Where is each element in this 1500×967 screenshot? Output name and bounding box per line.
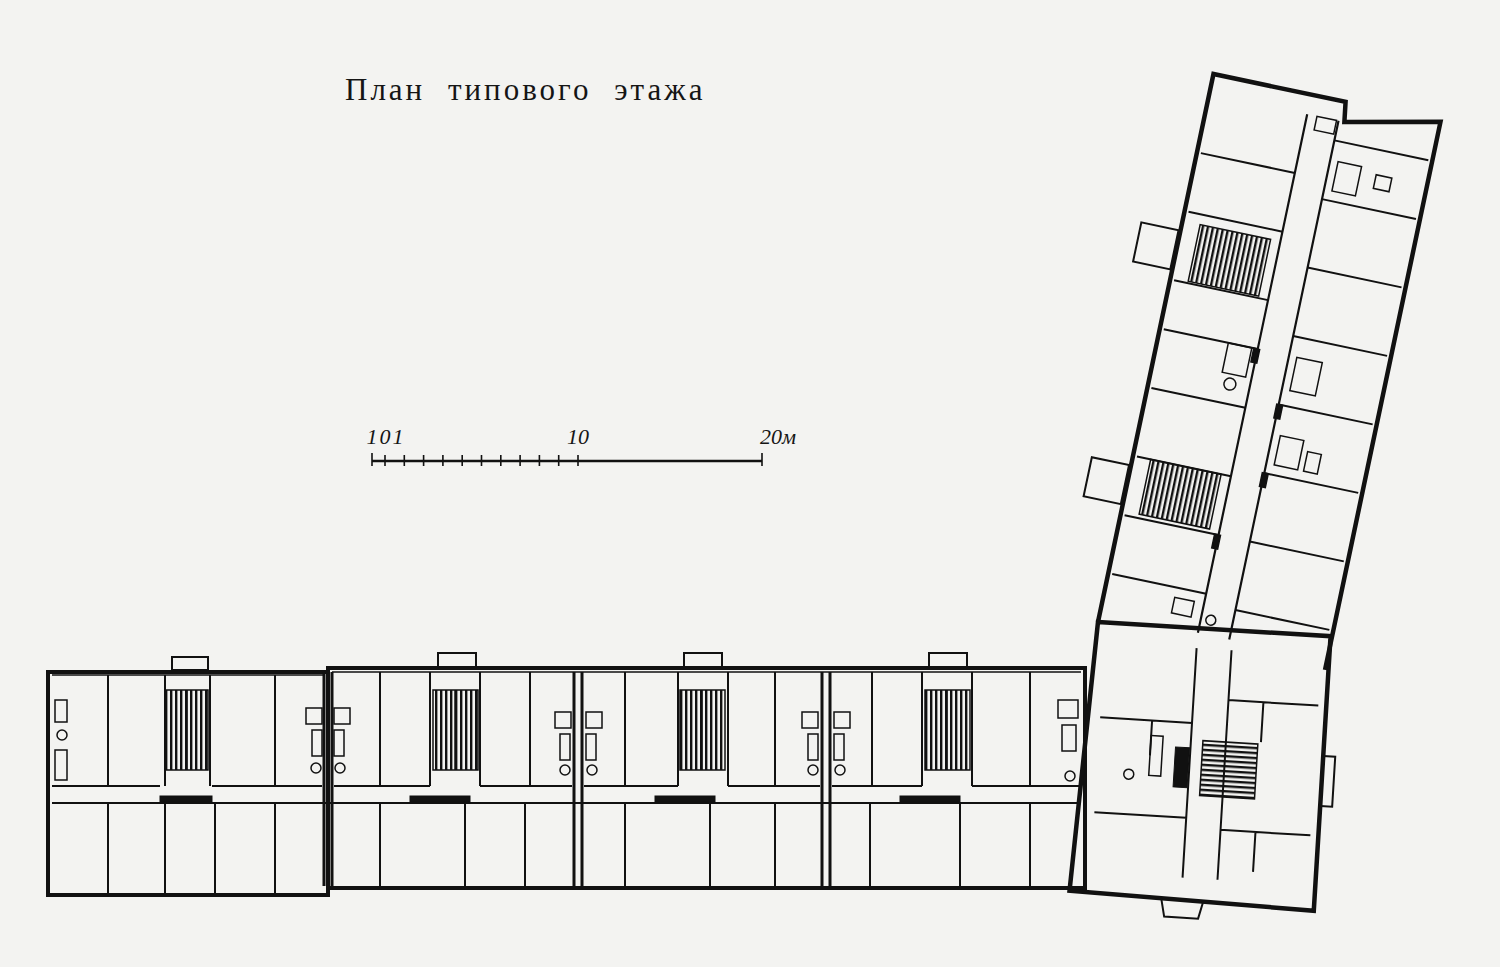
plan-line xyxy=(166,690,208,770)
plan-line xyxy=(372,453,762,466)
plan-line xyxy=(55,750,67,780)
plan-line xyxy=(172,657,208,670)
plan-line xyxy=(52,674,324,676)
plan-title: План типового этажа xyxy=(345,72,705,108)
plan-line xyxy=(946,690,948,770)
plan-line xyxy=(306,708,322,724)
plan-line xyxy=(52,785,1081,787)
plan-line xyxy=(1200,741,1258,799)
plan-line xyxy=(555,712,571,728)
plan-line xyxy=(1235,140,1428,629)
plan-line xyxy=(438,653,476,668)
plan-line xyxy=(454,690,456,770)
plan-line xyxy=(312,730,322,756)
plan-line xyxy=(1058,700,1078,718)
plan-line xyxy=(684,653,722,668)
plan-line xyxy=(1160,898,1203,919)
plan-line xyxy=(372,460,762,463)
plan-line xyxy=(1133,222,1178,269)
plan-line xyxy=(160,796,212,802)
plan-line xyxy=(186,690,188,770)
plan-line xyxy=(48,672,328,895)
plan-line xyxy=(834,734,844,760)
plan-line xyxy=(1173,747,1189,788)
plan-line xyxy=(332,671,1081,673)
horizontal-wing xyxy=(48,653,1085,895)
plan-line xyxy=(1223,377,1237,391)
plan-line xyxy=(1290,357,1322,396)
plan-line xyxy=(1112,153,1295,594)
plan-line xyxy=(1320,756,1335,807)
plan-line xyxy=(900,796,960,802)
plan-line xyxy=(324,672,830,886)
plan-line xyxy=(335,763,345,773)
plan-line xyxy=(55,700,67,722)
scale-number: 1 xyxy=(393,424,404,450)
plan-line xyxy=(1171,108,1402,643)
plan-line xyxy=(1069,621,1330,910)
plan-line xyxy=(334,730,344,756)
plan-line xyxy=(802,712,818,728)
plan-line xyxy=(1149,735,1163,776)
plan-line xyxy=(1212,534,1221,549)
plan-line xyxy=(108,672,1030,786)
plan-line xyxy=(1098,74,1440,670)
plan-line xyxy=(1171,597,1194,617)
plan-line xyxy=(808,734,818,760)
plan-line xyxy=(1251,348,1260,363)
plan-line xyxy=(925,690,970,770)
plan-line xyxy=(55,700,1078,781)
plan-line xyxy=(587,765,597,775)
plan-line xyxy=(1274,404,1283,419)
plan-line xyxy=(311,763,321,773)
plan-line xyxy=(1065,771,1075,781)
scale-number: 1 xyxy=(367,424,378,450)
scale-bar xyxy=(372,453,762,466)
plan-line xyxy=(560,765,570,775)
plan-line xyxy=(1139,459,1221,529)
plan-line xyxy=(1091,642,1322,885)
scale-number: 0 xyxy=(380,424,391,450)
plan-line xyxy=(560,734,570,760)
plan-line xyxy=(1373,175,1392,192)
plan-line xyxy=(1062,725,1076,751)
plan-line xyxy=(834,712,850,728)
plan-line xyxy=(1332,162,1362,196)
plan-line xyxy=(334,708,350,724)
plan-line xyxy=(108,803,1030,893)
plan-line xyxy=(586,734,596,760)
plan-line xyxy=(808,765,818,775)
plan-line xyxy=(1084,457,1129,504)
plan-line xyxy=(1123,769,1134,780)
plan-line xyxy=(410,796,470,802)
plan-line xyxy=(929,653,967,668)
plan-line xyxy=(1205,614,1217,626)
plan-line xyxy=(1222,343,1252,377)
plan-line xyxy=(1314,116,1336,134)
scale-number: 20м xyxy=(760,424,796,450)
tower-wing xyxy=(1059,66,1441,670)
plan-line xyxy=(701,690,703,770)
corner-pavilion xyxy=(1068,621,1342,926)
plan-line xyxy=(835,765,845,775)
plan-line xyxy=(680,690,725,770)
plan-line xyxy=(1259,473,1268,488)
plan-line xyxy=(1274,436,1304,470)
plan-line xyxy=(57,730,67,740)
plan-line xyxy=(1304,452,1322,474)
plan-line xyxy=(655,796,715,802)
plan-line xyxy=(433,690,478,770)
plan-line xyxy=(1198,114,1339,639)
scale-number: 10 xyxy=(567,424,589,450)
plan-line xyxy=(1188,225,1270,297)
plan-line xyxy=(586,712,602,728)
